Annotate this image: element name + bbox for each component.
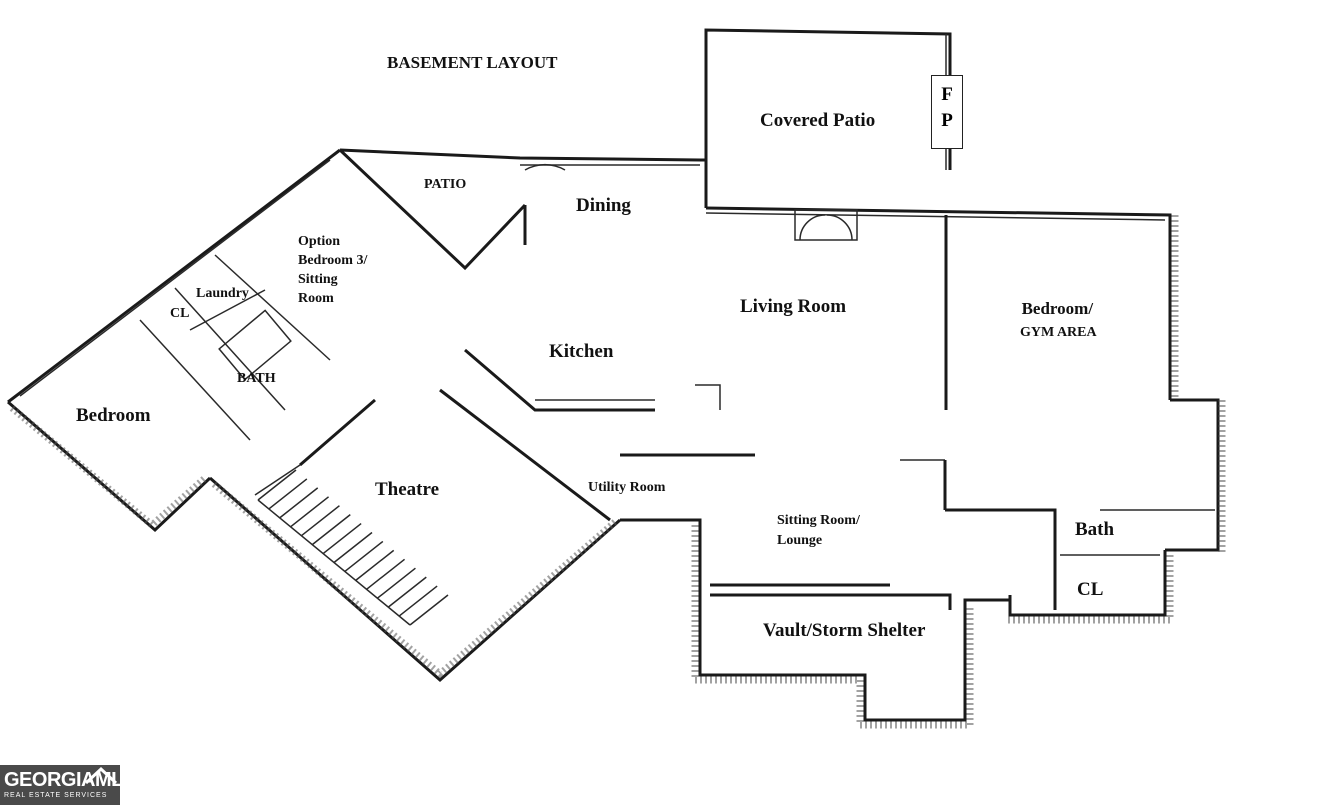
stair-tread	[268, 478, 308, 510]
stair-tread	[333, 531, 373, 564]
house-roof-icon	[84, 766, 118, 785]
vault-walls	[620, 518, 1010, 729]
stair-tread	[300, 505, 340, 537]
room-living-room: Living Room	[740, 296, 847, 317]
option-bedroom-line-3: Sitting	[298, 272, 338, 287]
room-closet-left: CL	[170, 306, 190, 321]
room-vault: Vault/Storm Shelter	[763, 620, 926, 641]
stair-tread	[257, 469, 297, 501]
room-option-bedroom: Option Bedroom 3/ Sitting Room	[298, 232, 367, 308]
stair-tread	[409, 594, 449, 626]
sitting-lounge-line-1: Sitting Room/	[777, 513, 860, 528]
laundry-bath-walls	[139, 254, 331, 441]
plan-title: BASEMENT LAYOUT	[387, 53, 558, 72]
option-bedroom-line-1: Option	[298, 234, 341, 249]
stair-tread	[322, 522, 362, 555]
stair-tread	[398, 585, 438, 617]
room-bath-right: Bath	[1075, 519, 1115, 540]
room-dining: Dining	[576, 195, 631, 216]
option-bedroom-line-2: Bedroom 3/	[298, 253, 368, 268]
kitchen-walls	[464, 348, 721, 412]
room-bedroom-left: Bedroom	[76, 405, 151, 426]
room-bedroom-gym: Bedroom/ GYM AREA	[1018, 299, 1097, 340]
stair-tread	[311, 514, 351, 546]
stair-tread	[366, 558, 406, 590]
stair-tread	[355, 549, 395, 581]
upper-left-wing-walls	[7, 148, 706, 404]
stair-tread	[344, 540, 384, 573]
room-closet-right: CL	[1077, 579, 1104, 600]
option-bedroom-line-4: Room	[298, 291, 334, 306]
stair-tread	[290, 496, 330, 528]
room-covered-patio: Covered Patio	[760, 110, 876, 131]
room-laundry: Laundry	[196, 286, 249, 301]
staircase	[257, 469, 449, 626]
fireplace-label-f: F	[941, 84, 953, 105]
georgia-mls-logo: GEORGIAMLS REAL ESTATE SERVICES	[0, 765, 136, 805]
stair-tread	[376, 567, 416, 599]
stair-tread	[279, 487, 319, 519]
stair-tread	[387, 576, 427, 608]
left-bedroom-walls	[7, 400, 212, 533]
fireplace-label-p: P	[941, 110, 953, 131]
bedroom-gym-line-2: GYM AREA	[1020, 324, 1097, 340]
bedroom-gym-line-1: Bedroom/	[1021, 299, 1094, 318]
room-sitting-lounge: Sitting Room/ Lounge	[777, 511, 860, 551]
main-house-walls	[620, 206, 1226, 624]
room-theatre: Theatre	[375, 479, 440, 500]
sitting-lounge-line-2: Lounge	[777, 533, 823, 548]
room-kitchen: Kitchen	[549, 341, 614, 362]
logo-subtitle: REAL ESTATE SERVICES	[4, 792, 108, 799]
fireplace-box: F P	[931, 75, 963, 149]
theatre-walls	[209, 388, 621, 683]
logo-brand: GEORGIAMLS	[4, 769, 136, 791]
room-utility: Utility Room	[588, 480, 666, 495]
room-bath-left: BATH	[237, 371, 276, 386]
room-patio: PATIO	[424, 177, 467, 192]
stair-rail	[257, 499, 411, 626]
